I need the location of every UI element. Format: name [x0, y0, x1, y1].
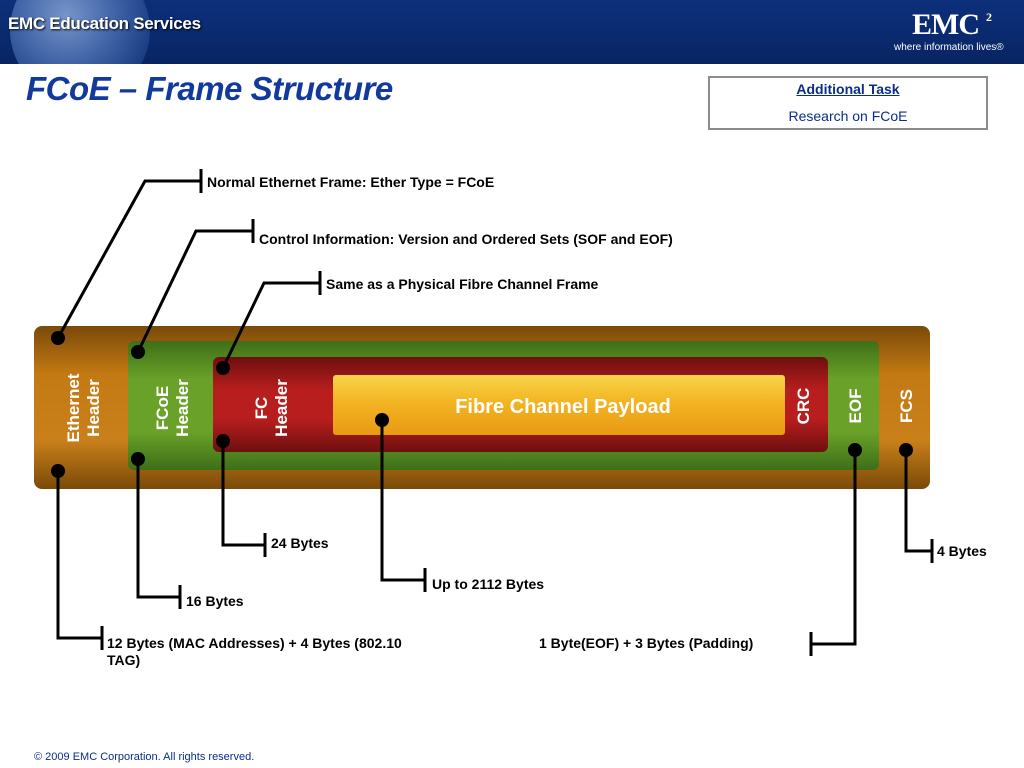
additional-task-box: Additional Task Research on FCoE	[708, 76, 988, 130]
logo-main: EMC	[912, 8, 980, 41]
annotation-fcs-size: 4 Bytes	[937, 543, 987, 559]
page-title: FCoE – Frame Structure	[26, 70, 393, 107]
logo-tagline: where information lives®	[894, 42, 1004, 53]
top-banner: EMC Education Services EMC 2 where infor…	[0, 0, 1024, 64]
emc-logo: EMC 2 where information lives®	[894, 8, 1004, 56]
globe-icon	[0, 0, 170, 64]
connector-fcoe-bottom	[136, 459, 180, 599]
connector-ethernet-top	[56, 179, 201, 339]
connector-eof-bottom	[811, 450, 857, 646]
payload-label: Fibre Channel Payload	[455, 396, 671, 418]
task-text: Research on FCoE	[788, 108, 908, 124]
annotation-ethernet-header-size: 12 Bytes (MAC Addresses) + 4 Bytes (802.…	[107, 635, 402, 668]
annotation-eof-size: 1 Byte(EOF) + 3 Bytes (Padding)	[539, 635, 754, 651]
annotation-payload-size: Up to 2112 Bytes	[432, 576, 545, 592]
edu-brand: EMC Education Services	[8, 14, 201, 33]
connector-payload-bottom	[380, 420, 425, 582]
connector-fcoe-top	[136, 229, 253, 353]
task-title-link[interactable]: Additional Task	[796, 81, 900, 97]
annotation-fcoe-header-size: 16 Bytes	[186, 593, 244, 609]
connector-fc-top	[221, 281, 320, 369]
connector-fc-bottom	[221, 441, 265, 547]
annotation-control-info: Control Information: Version and Ordered…	[259, 231, 673, 247]
logo-superscript: 2	[986, 10, 992, 24]
copyright-footer: © 2009 EMC Corporation. All rights reser…	[34, 751, 255, 763]
annotation-fc-frame: Same as a Physical Fibre Channel Frame	[326, 276, 599, 292]
annotation-ethernet-frame: Normal Ethernet Frame: Ether Type = FCoE	[207, 174, 495, 190]
connector-ethernet-bottom	[56, 471, 102, 640]
connector-fcs-bottom	[904, 450, 932, 553]
payload-bar	[333, 375, 785, 435]
annotation-fc-header-size: 24 Bytes	[271, 535, 329, 551]
